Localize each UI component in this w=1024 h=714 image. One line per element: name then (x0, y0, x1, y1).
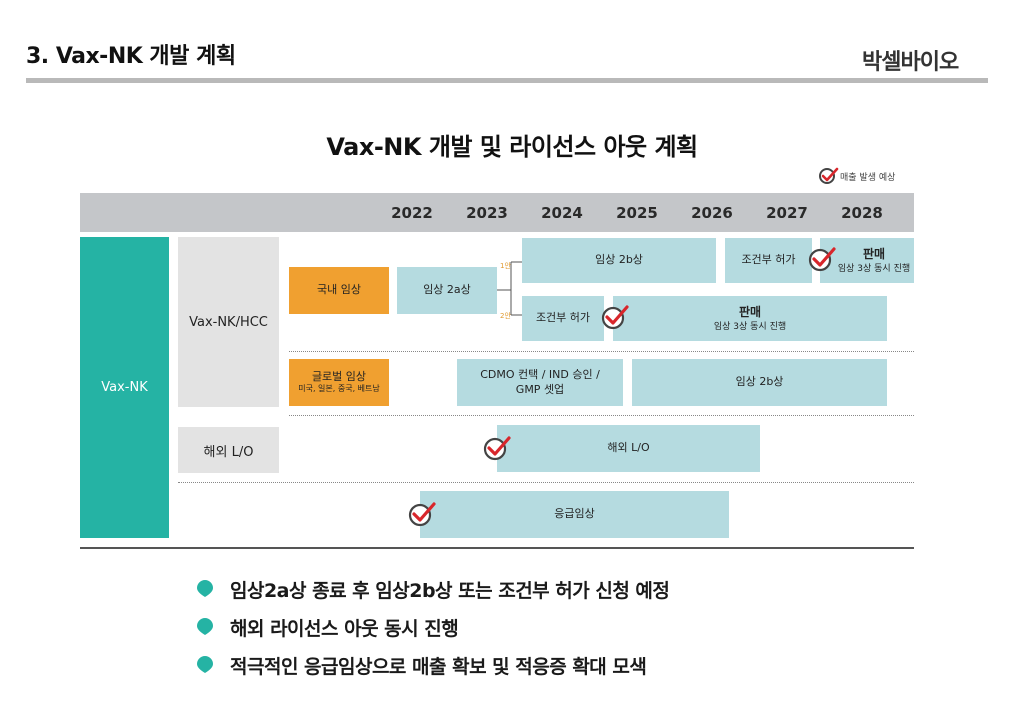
option1-approval-bar: 조건부 허가 (725, 238, 812, 283)
global-clinical-box: 글로벌 임상 미국, 일본, 중국, 베트남 (289, 359, 389, 406)
diagram-bottom-line (80, 547, 914, 549)
branch-option-2-label: 2안 (500, 312, 511, 320)
option1-phase2b-bar: 임상 2b상 (522, 238, 716, 283)
year-label: 2022 (391, 204, 433, 222)
check-circle-icon (819, 167, 839, 184)
summary-bullets: 임상2a상 종료 후 임상2b상 또는 조건부 허가 신청 예정 해외 라이선스… (196, 570, 670, 684)
company-logo: 박셀바이오 (862, 50, 959, 75)
phase2a-label: 임상 2a상 (423, 283, 471, 297)
bullet-text: 임상2a상 종료 후 임상2b상 또는 조건부 허가 신청 예정 (230, 579, 670, 602)
bullet-item: 해외 라이선스 아웃 동시 진행 (196, 608, 669, 646)
phase2a-bar: 임상 2a상 (397, 267, 497, 314)
option1-sales-label: 판매 (862, 247, 886, 262)
year-label: 2024 (541, 204, 583, 222)
year-label: 2025 (616, 204, 658, 222)
bullet-item: 적극적인 응급임상으로 매출 확보 및 적응증 확대 모색 (196, 646, 669, 684)
bullet-text: 적극적인 응급임상으로 매출 확보 및 적응증 확대 모색 (230, 655, 647, 678)
global-phase2b-label: 임상 2b상 (735, 375, 784, 389)
revenue-check-icon (808, 247, 836, 272)
revenue-check-icon (483, 436, 511, 461)
option2-approval-bar: 조건부 허가 (522, 296, 604, 341)
bullet-item: 임상2a상 종료 후 임상2b상 또는 조건부 허가 신청 예정 (196, 570, 670, 608)
branch-connector (497, 261, 523, 316)
revenue-check-icon (408, 502, 436, 527)
teal-pin-icon (197, 580, 213, 597)
year-label: 2023 (466, 204, 508, 222)
product-group-label: Vax-NK (80, 237, 169, 538)
row-divider (289, 415, 914, 416)
cdmo-bar: CDMO 컨택 / IND 승인 / GMP 셋업 (457, 359, 623, 406)
teal-pin-icon (197, 656, 213, 673)
option1-sales-bar: 판매 임상 3상 동시 진행 (820, 238, 914, 283)
cdmo-label-line2: GMP 셋업 (515, 382, 565, 396)
option2-sales-sublabel: 임상 3상 동시 진행 (713, 321, 787, 332)
option2-sales-bar: 판매 임상 3상 동시 진행 (613, 296, 887, 341)
legend-label: 매출 발생 예상 (840, 172, 896, 183)
emergency-clinical-bar: 응급임상 (420, 491, 729, 538)
year-header-bar (80, 193, 914, 232)
emergency-clinical-label: 응급임상 (554, 507, 595, 521)
cdmo-label-line1: CDMO 컨택 / IND 승인 / (480, 367, 600, 381)
year-label: 2026 (691, 204, 733, 222)
revenue-check-icon (601, 305, 629, 330)
legend: 매출 발생 예상 (818, 166, 895, 186)
overseas-lo-bar: 해외 L/O (497, 425, 760, 472)
option2-sales-label: 판매 (738, 305, 762, 320)
global-phase2b-bar: 임상 2b상 (632, 359, 887, 406)
domestic-clinical-box: 국내 임상 (289, 267, 389, 314)
year-label: 2028 (841, 204, 883, 222)
option1-approval-label: 조건부 허가 (741, 253, 796, 267)
branch-option-1-label: 1안 (500, 262, 511, 270)
row-header-hcc: Vax-NK/HCC (178, 237, 279, 407)
teal-pin-icon (197, 618, 213, 635)
bullet-text: 해외 라이선스 아웃 동시 진행 (230, 617, 459, 640)
global-countries-label: 미국, 일본, 중국, 베트남 (298, 384, 380, 394)
global-clinical-label: 글로벌 임상 (311, 370, 367, 384)
overseas-lo-label: 해외 L/O (607, 441, 650, 455)
option2-approval-label: 조건부 허가 (535, 311, 591, 325)
row-header-overseas: 해외 L/O (178, 427, 279, 473)
year-label: 2027 (766, 204, 808, 222)
option1-phase2b-label: 임상 2b상 (595, 253, 643, 267)
diagram-title: Vax-NK 개발 및 라이선스 아웃 계획 (326, 133, 698, 161)
row-divider (178, 482, 914, 483)
page-title: 3. Vax-NK 개발 계획 (26, 44, 236, 69)
option1-sales-sublabel: 임상 3상 동시 진행 (837, 263, 911, 274)
domestic-clinical-label: 국내 임상 (317, 283, 361, 297)
row-divider (289, 351, 914, 352)
header-divider (26, 78, 988, 83)
